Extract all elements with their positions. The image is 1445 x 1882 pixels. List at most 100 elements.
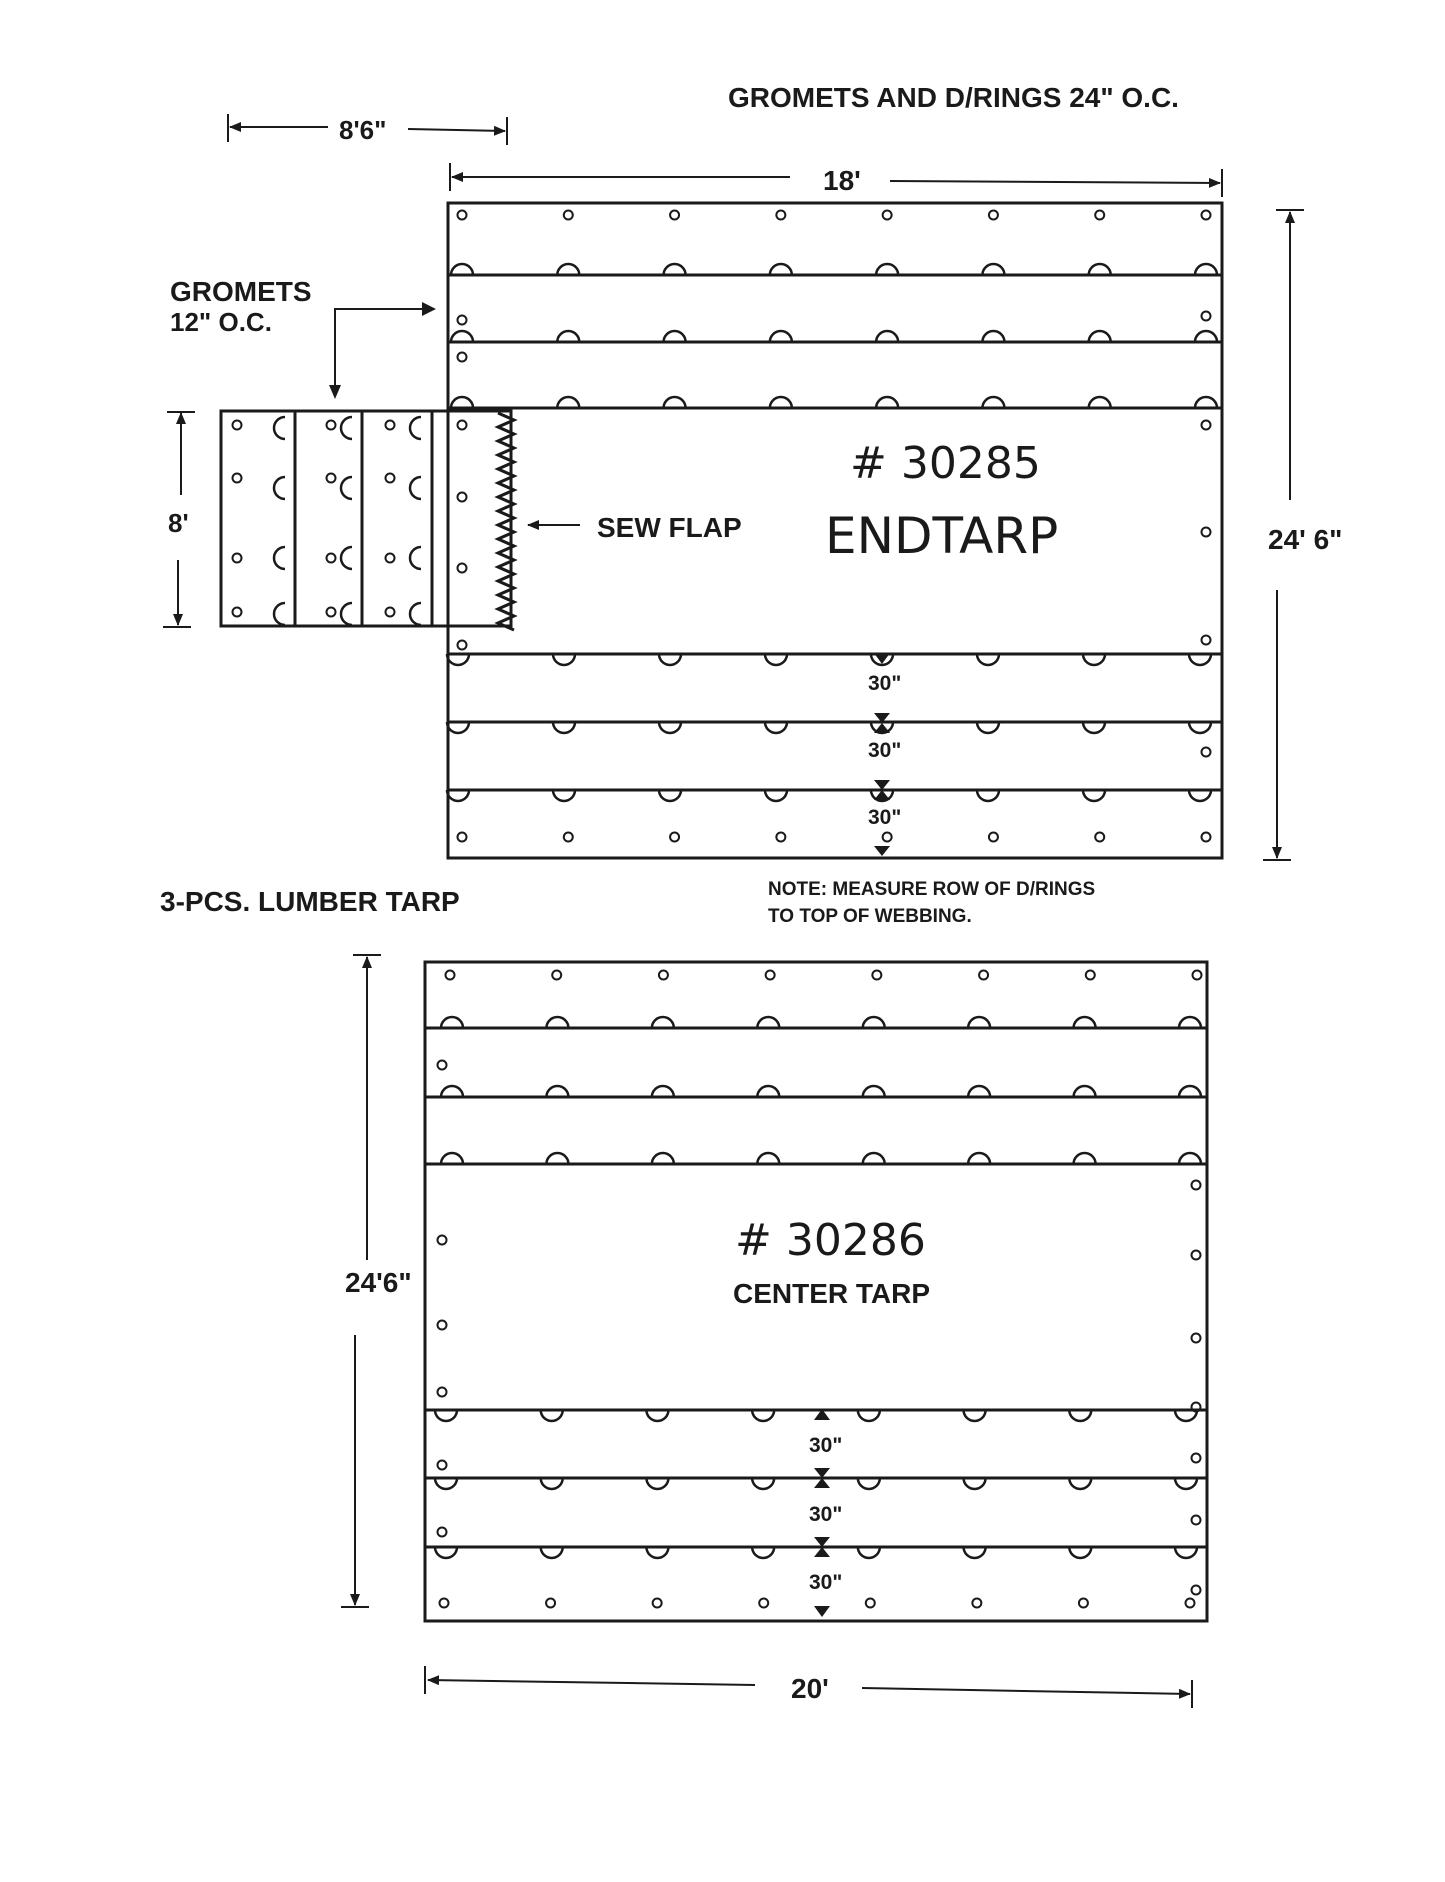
d-ring-icon <box>962 1546 987 1560</box>
grommet-icon <box>545 1597 557 1609</box>
grommet-icon <box>881 831 893 843</box>
grommet-icon <box>1184 1597 1196 1609</box>
d-ring-icon <box>981 262 1006 276</box>
d-ring-icon <box>445 789 471 803</box>
d-ring-icon <box>966 1084 992 1098</box>
grommet-icon <box>231 606 243 618</box>
d-ring-icon <box>449 329 475 343</box>
d-ring-icon <box>650 1015 676 1029</box>
d-ring-icon <box>551 789 577 803</box>
d-ring-icon <box>1177 1084 1203 1098</box>
grommet-icon <box>651 1597 663 1609</box>
flap-grommets <box>231 419 396 618</box>
grommet-icon <box>978 969 990 981</box>
grommet-icon <box>456 351 468 363</box>
grommet-icon <box>384 472 396 484</box>
d-ring-icon <box>445 721 471 735</box>
grommet-icon <box>436 1526 448 1538</box>
d-ring-icon <box>981 329 1006 343</box>
center-tarp-d-rings <box>433 1015 1203 1560</box>
end-tarp: # 30285 ENDTARP 18' 24' 6" 30" 30" 30" <box>445 163 1342 861</box>
grommet-icon <box>1190 1452 1202 1464</box>
flap-panel: 8'6" 8' SEW FLAP GROMETS 12" O.C. <box>163 114 742 632</box>
d-ring-icon <box>439 1084 465 1098</box>
d-ring-icon <box>869 789 895 803</box>
d-ring-icon <box>657 653 683 667</box>
grommet-icon <box>384 606 396 618</box>
d-ring-icon <box>1193 395 1219 409</box>
sew-flap-stitching <box>494 411 518 632</box>
d-ring-icon <box>750 1546 776 1560</box>
d-ring-icon <box>657 789 683 803</box>
flap-width-dimension <box>407 125 506 136</box>
arrow-head <box>329 385 341 399</box>
d-ring-icon <box>449 262 475 276</box>
center-tarp-spacing-markers <box>814 1409 830 1617</box>
end-tarp-grommets <box>456 209 1212 843</box>
d-ring-icon <box>445 653 471 667</box>
grommet-icon <box>231 472 243 484</box>
d-ring-icon <box>433 1409 459 1423</box>
end-tarp-number: # 30285 <box>850 438 1041 489</box>
grommet-icon <box>971 1597 983 1609</box>
grommet-icon <box>551 969 563 981</box>
end-tarp-spacing-markers <box>874 653 890 856</box>
d-ring-icon <box>763 789 789 803</box>
d-ring-icon <box>861 1084 886 1098</box>
grommet-icon <box>1094 209 1106 221</box>
grommet-icon <box>871 969 883 981</box>
d-ring-icon <box>1072 1015 1097 1029</box>
grommet-icon <box>1190 1514 1202 1526</box>
d-ring-icon <box>856 1409 882 1423</box>
grommet-icon <box>1200 831 1212 843</box>
center-tarp-width-label: 20' <box>791 1673 829 1704</box>
d-ring-icon <box>874 395 900 409</box>
d-ring-icon <box>1193 329 1219 343</box>
d-ring-icon <box>763 721 789 735</box>
d-ring-icon <box>339 545 353 571</box>
d-ring-icon <box>657 721 683 735</box>
grommet-icon <box>436 1386 448 1398</box>
gromets-callout-arrow <box>334 308 433 395</box>
grommet-icon <box>1200 209 1212 221</box>
d-ring-icon <box>962 1409 987 1423</box>
grommet-icon <box>436 1459 448 1471</box>
d-ring-icon <box>339 415 353 441</box>
end-tarp-outline <box>446 201 1224 860</box>
grommet-icon <box>562 831 574 843</box>
d-ring-icon <box>545 1015 570 1029</box>
grommet-icon <box>1200 419 1212 431</box>
grommet-icon <box>987 831 999 843</box>
d-ring-icon <box>645 1409 670 1423</box>
d-ring-icon <box>1187 721 1213 735</box>
d-ring-icon <box>1173 1477 1199 1491</box>
d-ring-icon <box>874 329 900 343</box>
grommet-icon <box>987 209 999 221</box>
grommet-icon <box>1191 969 1203 981</box>
d-ring-icon <box>1193 262 1219 276</box>
d-ring-icon <box>756 1151 781 1165</box>
center-tarp-number: # 30286 <box>735 1215 926 1266</box>
d-ring-icon <box>861 1151 886 1165</box>
grommet-icon <box>436 1319 448 1331</box>
grommet-icon <box>1190 1249 1202 1261</box>
end-tarp-width-label: 18' <box>823 165 861 196</box>
grommet-icon <box>444 969 456 981</box>
d-ring-icon <box>272 475 286 501</box>
grommet-icon <box>456 491 468 503</box>
flap-width-label: 8'6" <box>339 115 386 145</box>
end-tarp-width-dimension <box>889 177 1221 188</box>
end-tarp-name: ENDTARP <box>825 507 1058 565</box>
d-ring-icon <box>650 1151 676 1165</box>
d-ring-icon <box>768 262 794 276</box>
grommet-icon <box>562 209 574 221</box>
grommet-icon <box>758 1597 770 1609</box>
d-ring-icon <box>1187 653 1213 667</box>
d-ring-icon <box>981 395 1006 409</box>
sew-flap-label: SEW FLAP <box>597 512 742 543</box>
d-ring-icon <box>756 1015 781 1029</box>
grommet-icon <box>1094 831 1106 843</box>
center-tarp-height-label: 24'6" <box>345 1267 412 1298</box>
d-ring-icon <box>750 1409 776 1423</box>
d-ring-icon <box>272 545 286 571</box>
